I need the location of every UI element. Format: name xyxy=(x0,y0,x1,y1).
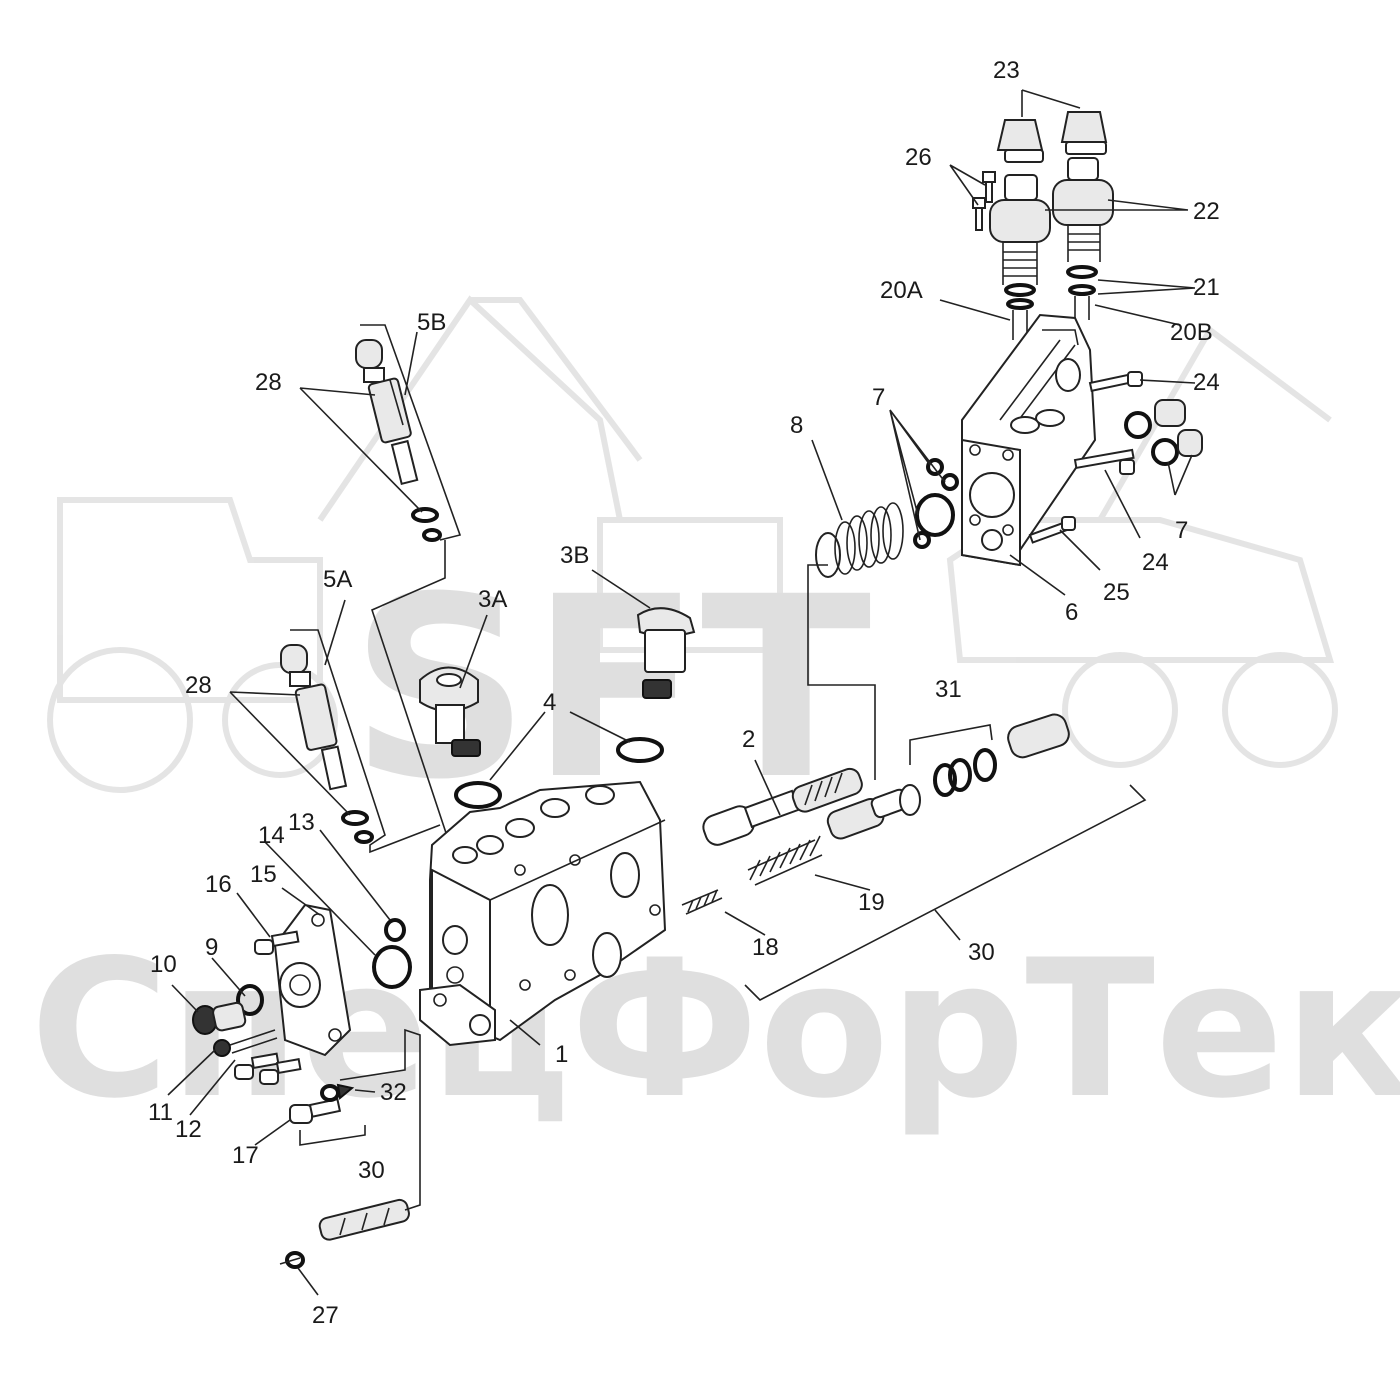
end-cover-o-rings xyxy=(913,458,959,549)
label-26: 26 xyxy=(905,144,932,171)
label-23: 23 xyxy=(993,57,1020,84)
label-11: 11 xyxy=(148,1099,173,1126)
label-14: 14 xyxy=(258,822,285,849)
left-cover-screws xyxy=(234,930,302,1085)
solenoid-coils xyxy=(989,157,1114,285)
label-27: 27 xyxy=(312,1302,339,1329)
plug-3b xyxy=(616,607,696,763)
label-6: 6 xyxy=(1065,599,1078,626)
spool-2 xyxy=(702,767,863,846)
label-10: 10 xyxy=(150,951,177,978)
label-2: 2 xyxy=(742,726,755,753)
solenoid-connectors xyxy=(996,111,1108,163)
label-5a: 5A xyxy=(323,566,352,593)
label-7-upper: 7 xyxy=(872,384,885,411)
relief-valve-5b xyxy=(355,324,462,846)
spring-19 xyxy=(747,835,823,886)
label-9: 9 xyxy=(205,934,218,961)
label-15: 15 xyxy=(250,861,277,888)
label-3b: 3B xyxy=(560,542,589,569)
watermark-brand: СпецФорТек xyxy=(30,919,1400,1140)
label-8: 8 xyxy=(790,412,803,439)
label-28-lower: 28 xyxy=(185,672,212,699)
label-12: 12 xyxy=(175,1116,202,1143)
relief-valve-5a xyxy=(280,629,441,854)
solenoid-seals xyxy=(1004,265,1098,340)
spring-18 xyxy=(681,889,723,915)
watermark-machinery-outline xyxy=(47,295,1338,793)
plug-10 xyxy=(192,1001,247,1035)
label-20b: 20B xyxy=(1170,319,1213,346)
label-25: 25 xyxy=(1103,579,1130,606)
screw-17-32 xyxy=(289,1083,366,1146)
screw-11-12 xyxy=(213,1029,278,1057)
label-24-upper: 24 xyxy=(1193,369,1220,396)
plug-3a xyxy=(419,666,502,809)
label-16: 16 xyxy=(205,871,232,898)
label-31: 31 xyxy=(935,676,962,703)
pilot-spool-27 xyxy=(279,1028,421,1269)
label-21: 21 xyxy=(1193,274,1220,301)
left-cover-seals xyxy=(236,918,412,1016)
label-13: 13 xyxy=(288,809,315,836)
label-18: 18 xyxy=(752,934,779,961)
solenoid-screws xyxy=(972,171,996,231)
label-32: 32 xyxy=(380,1079,407,1106)
spring-assembly-8 xyxy=(807,502,904,780)
label-19: 19 xyxy=(858,889,885,916)
label-30-left: 30 xyxy=(358,1157,385,1184)
label-1: 1 xyxy=(555,1041,568,1068)
label-30-right: 30 xyxy=(968,939,995,966)
end-cover-housing xyxy=(961,313,1097,567)
label-20a: 20A xyxy=(880,277,923,304)
valve-body xyxy=(419,780,667,1047)
part-labels: 23 26 22 21 20A 20B 24 7 8 7 24 25 6 5B … xyxy=(148,57,1220,1329)
end-cover-bolts xyxy=(1028,371,1143,544)
label-7-lower: 7 xyxy=(1175,517,1188,544)
label-24-lower: 24 xyxy=(1142,549,1169,576)
label-17: 17 xyxy=(232,1142,259,1169)
end-cover-plugs xyxy=(1124,399,1203,466)
label-4: 4 xyxy=(543,689,556,716)
spool-kit-31 xyxy=(826,713,1070,840)
label-28-upper: 28 xyxy=(255,369,282,396)
label-5b: 5B xyxy=(417,309,446,336)
label-22: 22 xyxy=(1193,198,1220,225)
leader-lines xyxy=(167,89,1196,1296)
bracket-30 xyxy=(744,784,1147,1001)
label-3a: 3A xyxy=(478,586,507,613)
